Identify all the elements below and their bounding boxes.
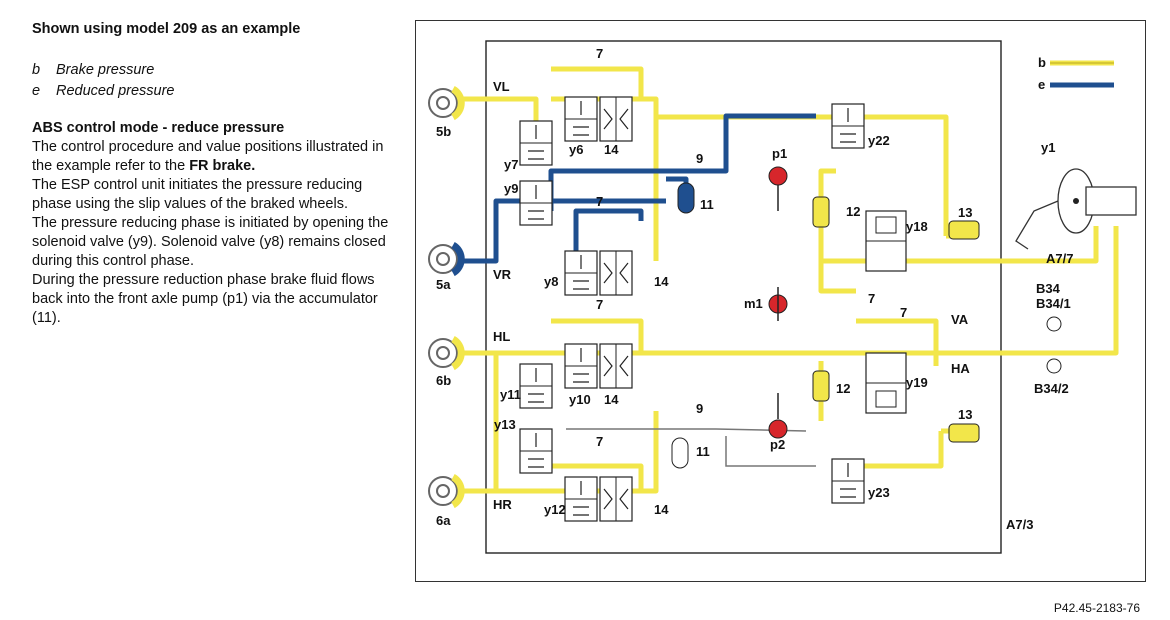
circuit-va: VA	[951, 312, 969, 327]
accumulator-11-front-icon	[677, 182, 695, 214]
wheel-5a-label: 5a	[436, 277, 451, 292]
valve-y9-icon	[519, 180, 553, 226]
sensor-b34-2-icon	[1046, 358, 1062, 374]
pump-p1-icon	[768, 166, 788, 186]
part-12-rear-label: 12	[836, 381, 850, 396]
legend-e-label: e	[1038, 77, 1045, 92]
check-7-f-label: 7	[900, 305, 907, 320]
part-9-rear-label: 9	[696, 401, 703, 416]
valve-y10-icon	[564, 343, 598, 389]
check-7-b-label: 7	[596, 194, 603, 209]
control-unit-box	[485, 40, 1002, 554]
valve-y18-label: y18	[906, 219, 928, 234]
valve-y9-label: y9	[504, 181, 518, 196]
valve-y23-icon	[831, 458, 865, 504]
wheel-6a-label: 6a	[436, 513, 451, 528]
circuit-vl: VL	[493, 79, 510, 94]
check-7-c-label: 7	[596, 297, 603, 312]
part-14-front-label: 14	[604, 142, 619, 157]
hydraulic-diagram-svg: b e 5b	[428, 40, 1137, 554]
part-a7-7-label: A7/7	[1046, 251, 1073, 266]
throttle-14-hl-icon	[599, 343, 633, 389]
part-13-front-label: 13	[958, 205, 972, 220]
wheel-5a-icon	[428, 241, 465, 277]
throttle-14-front-icon	[599, 96, 633, 142]
valve-y18-icon	[865, 210, 907, 272]
sensor-b34-2-label: B34/2	[1034, 381, 1069, 396]
sensor-b34-label: B34	[1036, 281, 1061, 296]
damper-12-rear-icon	[812, 370, 830, 402]
check-7-a-label: 7	[596, 46, 603, 61]
paragraph-1: The control procedure and value position…	[32, 139, 384, 174]
valve-y22-label: y22	[868, 133, 890, 148]
valve-y11-label: y11	[500, 387, 521, 402]
hydraulic-diagram: b e 5b	[415, 20, 1146, 582]
valve-y8-label: y8	[544, 274, 558, 289]
sensor-b34-1-icon	[1046, 316, 1062, 332]
part-11-front-label: 11	[700, 197, 714, 212]
valve-y6-label: y6	[569, 142, 583, 157]
legend-b-label: b	[1038, 55, 1046, 70]
reference-code: P42.45-2183-76	[1053, 601, 1140, 615]
valve-y23-label: y23	[868, 485, 890, 500]
valve-y19-label: y19	[906, 375, 928, 390]
damper-12-front-icon	[812, 196, 830, 228]
valve-y7-icon	[519, 120, 553, 166]
paragraph-2: The ESP control unit initiates the press…	[32, 177, 363, 212]
mode-title: ABS control mode - reduce pressure	[32, 120, 285, 136]
valve-y6-icon	[564, 96, 598, 142]
valve-y19-icon	[865, 352, 907, 414]
part-14-vr-label: 14	[654, 274, 669, 289]
paragraph-4: During the pressure reduction phase brak…	[32, 272, 378, 326]
part-13-rear-icon	[948, 423, 980, 443]
part-12-front-label: 12	[846, 204, 860, 219]
wheel-5b-label: 5b	[436, 124, 451, 139]
circuit-vr: VR	[493, 267, 512, 282]
sensor-b34-1-label: B34/1	[1036, 296, 1071, 311]
pump-p1-label: p1	[772, 146, 787, 161]
brake-booster-icon	[1015, 168, 1137, 250]
pump-p2-icon	[768, 419, 788, 439]
circuit-hr: HR	[493, 497, 512, 512]
valve-y13-icon	[519, 428, 553, 474]
valve-y12-label: y12	[544, 502, 566, 517]
valve-y22-icon	[831, 103, 865, 149]
valve-y10-label: y10	[569, 392, 591, 407]
page-title: Shown using model 209 as an example	[32, 21, 301, 37]
check-7-e-label: 7	[868, 291, 875, 306]
valve-y13-label: y13	[494, 417, 516, 432]
part-14-hr-label: 14	[654, 502, 669, 517]
part-y1-label: y1	[1041, 140, 1055, 155]
valve-y11-icon	[519, 363, 553, 409]
circuit-ha: HA	[951, 361, 970, 376]
throttle-14-vr-icon	[599, 250, 633, 296]
part-14-hl-label: 14	[604, 392, 619, 407]
paragraph-3: The pressure reducing phase is initiated…	[32, 215, 389, 269]
wheel-6b-icon	[428, 335, 465, 371]
part-13-rear-label: 13	[958, 407, 972, 422]
control-unit-a7-3-label: A7/3	[1006, 517, 1033, 532]
part-11-rear-label: 11	[696, 444, 710, 459]
wheel-6b-label: 6b	[436, 373, 451, 388]
check-7-d-label: 7	[596, 434, 603, 449]
wheel-5b-icon	[428, 85, 465, 121]
motor-m1-label: m1	[744, 296, 763, 311]
circuit-hl: HL	[493, 329, 510, 344]
part-9-front-label: 9	[696, 151, 703, 166]
valve-y7-label: y7	[504, 157, 518, 172]
accumulator-11-rear-icon	[671, 437, 689, 469]
valve-y12-icon	[564, 476, 598, 522]
part-13-front-icon	[948, 220, 980, 240]
wheel-6a-icon	[428, 473, 465, 509]
valve-y8-icon	[564, 250, 598, 296]
pump-p2-label: p2	[770, 437, 785, 452]
throttle-14-hr-icon	[599, 476, 633, 522]
